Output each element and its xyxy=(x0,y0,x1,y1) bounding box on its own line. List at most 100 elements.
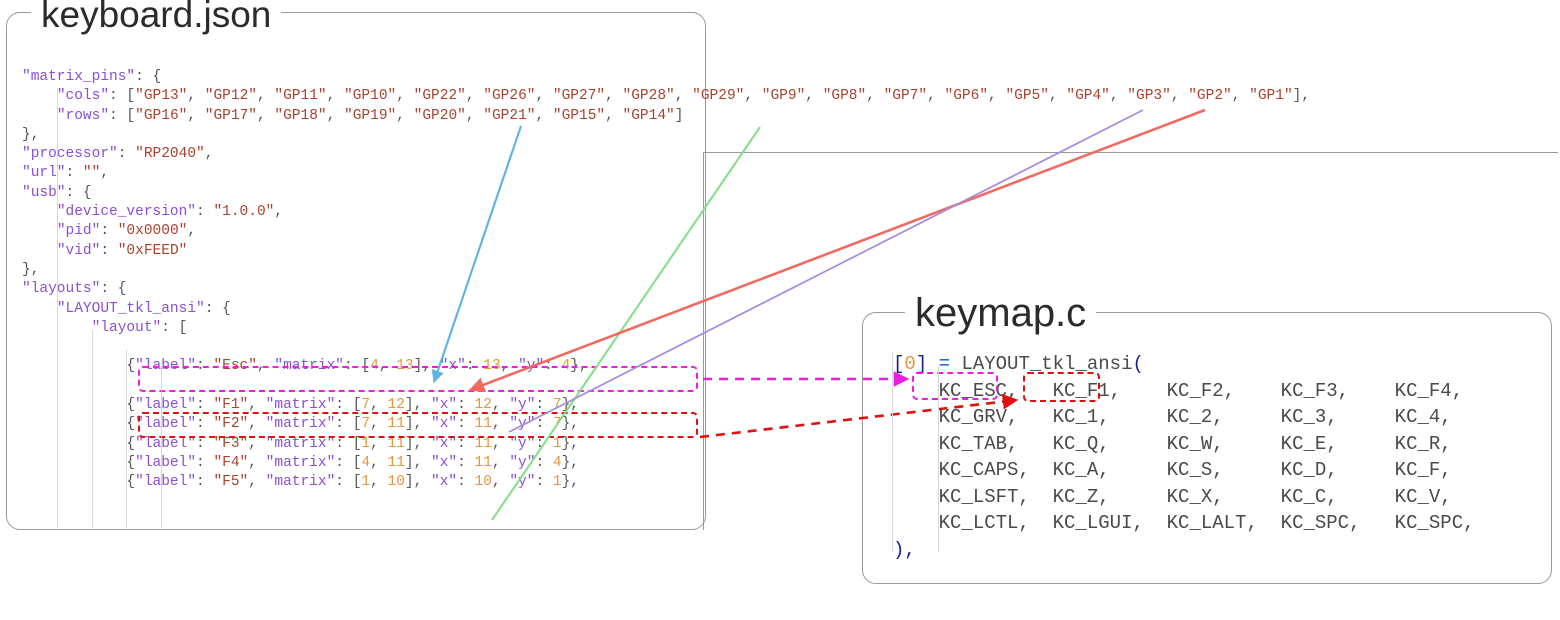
code-token: "GP7" xyxy=(883,88,928,105)
code-token: "label" xyxy=(135,435,197,452)
code-token: : xyxy=(535,397,553,414)
code-line: "layouts": { xyxy=(22,280,1310,299)
code-line: "device_version": "1.0.0", xyxy=(22,203,1310,222)
code-token: "x" xyxy=(431,435,458,452)
code-token: "label" xyxy=(135,397,197,414)
code-token: , xyxy=(370,416,388,433)
code-token: 1 xyxy=(361,435,371,452)
code-line: KC_CAPS, KC_A, KC_S, KC_D, KC_F, xyxy=(893,457,1475,484)
code-token: "y" xyxy=(509,474,536,491)
code-token: , xyxy=(904,538,916,561)
code-token: "GP4" xyxy=(1066,88,1110,105)
code-token: "1.0.0" xyxy=(213,204,275,221)
code-token: }, xyxy=(561,397,579,414)
code-line: "vid": "0xFEED" xyxy=(22,242,1310,261)
code-token: "matrix_pins" xyxy=(22,69,136,85)
code-line: KC_LCTL, KC_LGUI, KC_LALT, KC_SPC, KC_SP… xyxy=(893,510,1475,537)
code-token: 11 xyxy=(474,435,492,452)
code-token: KC_GRV, KC_1, KC_2, KC_3, KC_4, xyxy=(938,406,1452,428)
code-token: , xyxy=(248,454,266,471)
code-token: , xyxy=(491,454,510,471)
code-token: "x" xyxy=(431,474,458,491)
code-token: 7 xyxy=(361,416,371,433)
code-token: , xyxy=(370,397,388,414)
highlight-kc-f1 xyxy=(1023,372,1100,402)
code-line: "matrix_pins": { xyxy=(22,68,1310,87)
code-token: : xyxy=(535,454,553,471)
code-token: "GP22" xyxy=(413,88,466,105)
code-token: "GP19" xyxy=(344,107,397,124)
code-token: : [ xyxy=(109,88,136,105)
code-token: 11 xyxy=(387,435,405,452)
code-token: "GP29" xyxy=(692,88,745,105)
indent-guide xyxy=(161,366,163,528)
code-token: "pid" xyxy=(56,223,101,240)
code-token: "GP9" xyxy=(761,88,806,105)
code-token: "GP6" xyxy=(944,88,989,105)
code-token: : xyxy=(535,435,553,452)
code-token: : [ xyxy=(161,319,188,336)
code-token: 12 xyxy=(474,397,492,414)
code-token: "GP14" xyxy=(622,107,675,124)
code-token: : xyxy=(65,165,83,182)
code-line: {"label": "F3", "matrix": [1, 11], "x": … xyxy=(22,435,1310,454)
code-token: "" xyxy=(82,165,101,182)
code-token: 11 xyxy=(474,454,492,471)
highlight-f1-layout-row xyxy=(138,412,698,438)
code-line: KC_GRV, KC_1, KC_2, KC_3, KC_4, xyxy=(893,404,1475,431)
code-token: , xyxy=(491,435,510,452)
code-token: ], xyxy=(404,397,432,414)
code-token: "x" xyxy=(431,397,458,414)
code-token: 10 xyxy=(387,474,405,491)
code-token: ], xyxy=(404,416,432,433)
code-line: KC_LSFT, KC_Z, KC_X, KC_C, KC_V, xyxy=(893,484,1475,511)
code-token: "matrix" xyxy=(265,435,336,452)
code-token: : [ xyxy=(335,454,362,471)
indent-guide xyxy=(126,350,128,528)
indent-guide xyxy=(892,352,893,552)
code-line: "cols": ["GP13", "GP12", "GP11", "GP10",… xyxy=(22,87,1310,106)
code-token: , xyxy=(465,88,484,105)
code-token: "F1" xyxy=(213,397,249,414)
code-token: "url" xyxy=(22,165,66,182)
code-token: 7 xyxy=(361,397,371,414)
code-token: "GP18" xyxy=(274,107,327,124)
code-token: "F2" xyxy=(213,416,249,433)
code-line: "rows": ["GP16", "GP17", "GP18", "GP19",… xyxy=(22,107,1310,126)
keymap-c-panel: keymap.c [0] = LAYOUT_tkl_ansi( KC_ESC, … xyxy=(862,293,1552,584)
code-token: , xyxy=(248,435,266,452)
code-token: : xyxy=(196,397,214,414)
code-token: , xyxy=(988,88,1006,105)
code-token: "RP2040" xyxy=(135,146,205,163)
code-token: ] xyxy=(674,107,684,124)
code-line: "usb": { xyxy=(22,184,1310,203)
code-token: "GP27" xyxy=(552,88,606,105)
code-token: : [ xyxy=(335,397,362,414)
code-token: "matrix" xyxy=(265,474,336,491)
code-token: , xyxy=(256,88,275,105)
code-token: : { xyxy=(100,281,127,298)
code-token: ( xyxy=(1132,353,1144,375)
code-token: "y" xyxy=(509,397,536,414)
code-token: "GP21" xyxy=(483,107,536,124)
code-token: , xyxy=(491,474,510,491)
code-token: : xyxy=(100,223,118,240)
code-token: "matrix" xyxy=(265,416,336,433)
code-token: "usb" xyxy=(22,184,66,201)
code-token: "x" xyxy=(431,454,458,471)
code-token: , xyxy=(605,107,623,124)
code-line: "layout": [ xyxy=(22,319,1310,338)
code-token: , xyxy=(204,146,214,163)
code-token: ], xyxy=(404,474,432,491)
code-line: ), xyxy=(893,537,1475,564)
code-token: "F5" xyxy=(213,474,249,491)
code-token: , xyxy=(100,165,110,182)
code-token: "GP5" xyxy=(1005,88,1049,105)
code-token: "layouts" xyxy=(22,281,101,298)
code-token: "y" xyxy=(509,435,536,452)
code-token: "GP12" xyxy=(204,88,257,105)
code-token: , xyxy=(248,397,266,414)
code-token: }, xyxy=(561,474,579,491)
code-token: , xyxy=(370,454,388,471)
code-token: KC_CAPS, KC_A, KC_S, KC_D, KC_F, xyxy=(938,459,1452,481)
